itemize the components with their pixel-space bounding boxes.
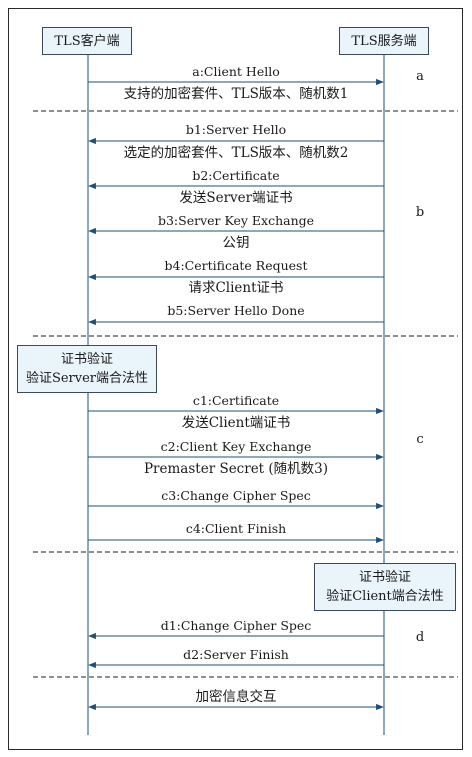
message-label-c3: c3:Change Cipher Spec bbox=[161, 488, 311, 503]
message-label-b5: b5:Server Hello Done bbox=[167, 303, 305, 318]
message-note-b2: 发送Server端证书 bbox=[179, 190, 293, 206]
message-label-c4: c4:Client Finish bbox=[185, 521, 287, 536]
message-label-c2: c2:Client Key Exchange bbox=[160, 439, 312, 454]
phase-label-a: a bbox=[416, 69, 424, 84]
message-note-c2: Premaster Secret (随机数3) bbox=[143, 461, 329, 477]
phase-label-c: c bbox=[416, 432, 424, 447]
message-label-e: 加密信息交互 bbox=[195, 689, 277, 705]
server-participant-box: TLS服务端 bbox=[339, 27, 429, 55]
server-verify-line2: 验证Client端合法性 bbox=[326, 589, 444, 604]
message-label-b1: b1:Server Hello bbox=[185, 122, 287, 137]
message-label-c1: c1:Certificate bbox=[192, 393, 280, 408]
message-note-b4: 请求Client证书 bbox=[188, 280, 284, 296]
message-note-b3: 公钥 bbox=[222, 235, 250, 251]
phase-label-d: d bbox=[415, 630, 425, 645]
message-label-b3: b3:Server Key Exchange bbox=[157, 213, 315, 228]
message-label-b4: b4:Certificate Request bbox=[164, 258, 308, 273]
client-verify-line2: 验证Server端合法性 bbox=[25, 371, 149, 386]
message-label-a: a:Client Hello bbox=[192, 64, 280, 79]
message-note-c1: 发送Client端证书 bbox=[181, 415, 291, 431]
message-note-b1: 选定的加密套件、TLS版本、随机数2 bbox=[123, 145, 349, 161]
client-participant-box: TLS客户端 bbox=[42, 27, 132, 55]
message-label-d2: d2:Server Finish bbox=[183, 647, 289, 662]
server-cert-verify-box: 证书验证 验证Client端合法性 bbox=[314, 563, 456, 611]
client-cert-verify-box: 证书验证 验证Server端合法性 bbox=[17, 345, 157, 393]
server-verify-line1: 证书验证 bbox=[358, 570, 411, 585]
message-label-b2: b2:Certificate bbox=[192, 168, 280, 183]
message-note-a: 支持的加密套件、TLS版本、随机数1 bbox=[123, 86, 349, 102]
message-label-d1: d1:Change Cipher Spec bbox=[160, 618, 312, 633]
diagram-frame bbox=[8, 8, 463, 750]
client-verify-line1: 证书验证 bbox=[60, 352, 113, 367]
phase-label-b: b bbox=[415, 205, 425, 220]
